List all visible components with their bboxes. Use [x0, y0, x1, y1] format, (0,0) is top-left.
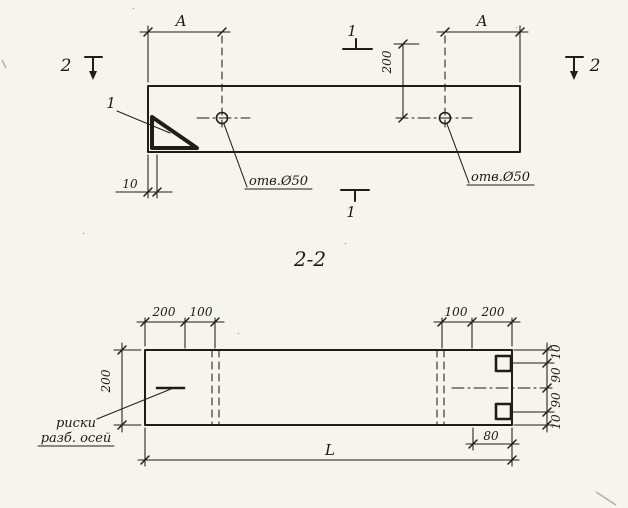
- dim-height-label: 200: [99, 369, 113, 393]
- dim-right-90-top: 90: [549, 367, 563, 383]
- dim-10: 10: [115, 154, 173, 199]
- dim-10-ticks: [143, 187, 162, 197]
- embed-plate-bottom: [494, 402, 513, 421]
- hidden-edges: [211, 349, 445, 426]
- section-2-left-mark: [84, 56, 103, 73]
- dim-length-label: L: [324, 441, 335, 459]
- dim-80-label: 80: [483, 429, 499, 443]
- section-view: 2-2 200 100 100 200 200: [37, 247, 563, 467]
- corner-chamfer-detail: [150, 115, 199, 150]
- section-1-bottom-mark: [340, 189, 370, 202]
- section-mark-1-top: 1: [342, 22, 373, 50]
- dim-200-ticks: [398, 39, 408, 123]
- dim-top-left-100: 100: [190, 305, 213, 319]
- beam-outline: [147, 85, 521, 153]
- dim-top-left-200: 200: [152, 305, 176, 319]
- scan-artifacts: [1, 7, 617, 506]
- section-2-right-mark: [565, 56, 584, 73]
- axis-note-line2: разб. осей: [41, 431, 112, 446]
- section-mark-2-left: 2: [60, 56, 103, 80]
- section-2-right-arrow: [570, 71, 578, 80]
- axis-note: риски разб. осей: [37, 388, 172, 447]
- dim-right-10-bottom: 10: [549, 414, 563, 430]
- dim-height-lines: [113, 342, 142, 433]
- dim-right-10-top: 10: [549, 344, 563, 360]
- dim-top-right: 100 200: [433, 305, 521, 349]
- dim-a-left: А: [139, 12, 231, 83]
- axis-note-line1: риски: [56, 416, 96, 431]
- dim-top-left: 200 100: [136, 305, 225, 349]
- section-2-left-label: 2: [60, 56, 72, 76]
- hole-callout-right-label: отв.Ø50: [471, 170, 530, 185]
- dim-length-ticks: [140, 455, 517, 465]
- dim-10-lines: [115, 154, 173, 199]
- section-1-top-label: 1: [347, 22, 357, 40]
- hole-callout-left-leader: [223, 123, 313, 190]
- hole-left: [196, 35, 251, 133]
- section-mark-2-right: 2: [565, 56, 601, 80]
- dim-right-stack-ticks: [542, 345, 552, 430]
- dim-10-label: 10: [122, 177, 138, 191]
- dim-a-right: А: [436, 12, 529, 83]
- dim-80: 80: [465, 427, 520, 451]
- corner-detail-leader: [116, 110, 171, 134]
- dim-top-left-ticks: [140, 317, 220, 327]
- dim-top-right-100: 100: [445, 305, 468, 319]
- section-2-left-arrow: [89, 71, 97, 80]
- hole-callout-right-leader: [446, 123, 535, 186]
- dim-right-stack-lines: [511, 342, 555, 433]
- dim-a-right-ticks: [440, 27, 525, 37]
- section-1-top-mark: [342, 38, 373, 50]
- hole-callout-left: отв.Ø50: [223, 123, 313, 190]
- section-2-right-label: 2: [589, 56, 601, 76]
- section-1-bottom-label: 1: [346, 203, 356, 221]
- dim-right-90-bottom: 90: [549, 392, 563, 408]
- plan-view: 1 А А 200: [60, 12, 601, 221]
- dim-a-right-lines: [436, 25, 529, 83]
- hole-callout-right: отв.Ø50: [446, 123, 535, 186]
- dim-a-left-ticks: [143, 27, 227, 37]
- hole-callout-left-label: отв.Ø50: [249, 174, 308, 189]
- dim-height-ticks: [117, 345, 127, 430]
- embed-plate-top: [494, 354, 513, 373]
- dim-a-left-label: А: [174, 12, 186, 30]
- dim-200-label: 200: [380, 50, 394, 74]
- dim-200-plan: 200: [380, 39, 420, 123]
- axis-note-leader: [37, 388, 172, 447]
- dim-height-left: 200: [99, 342, 142, 433]
- dim-a-right-label: А: [475, 12, 487, 30]
- dim-a-left-lines: [139, 25, 231, 83]
- corner-detail-label: 1: [106, 94, 116, 112]
- dim-top-left-lines: [136, 317, 225, 349]
- hole-right: [395, 35, 473, 133]
- dim-length: L: [137, 427, 520, 467]
- section-mark-1-bottom: 1: [340, 189, 370, 221]
- scan-marks: [1, 59, 617, 506]
- dim-80-lines: [465, 427, 520, 451]
- dim-top-right-200: 200: [481, 305, 505, 319]
- dim-top-right-ticks: [437, 317, 517, 327]
- dim-right-stack: 10 90 90 10: [511, 342, 563, 433]
- dim-200-lines: [393, 43, 420, 119]
- section-title: 2-2: [293, 247, 326, 271]
- scan-dots: [82, 7, 518, 335]
- dim-top-right-lines: [433, 317, 521, 349]
